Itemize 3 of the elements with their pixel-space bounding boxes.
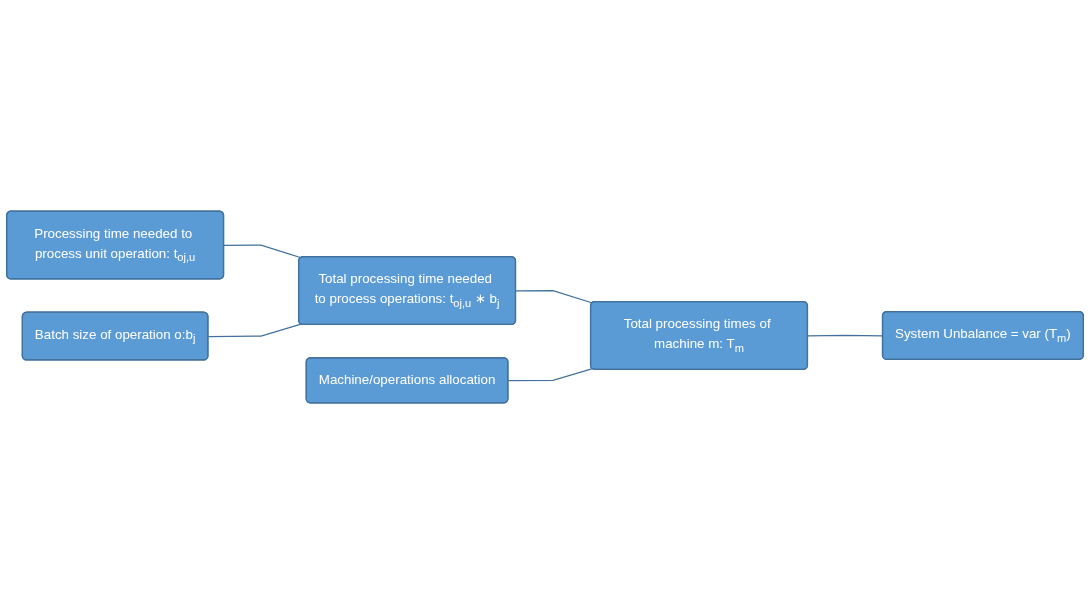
connector — [223, 244, 302, 259]
connector — [515, 289, 594, 304]
connector — [207, 323, 302, 338]
